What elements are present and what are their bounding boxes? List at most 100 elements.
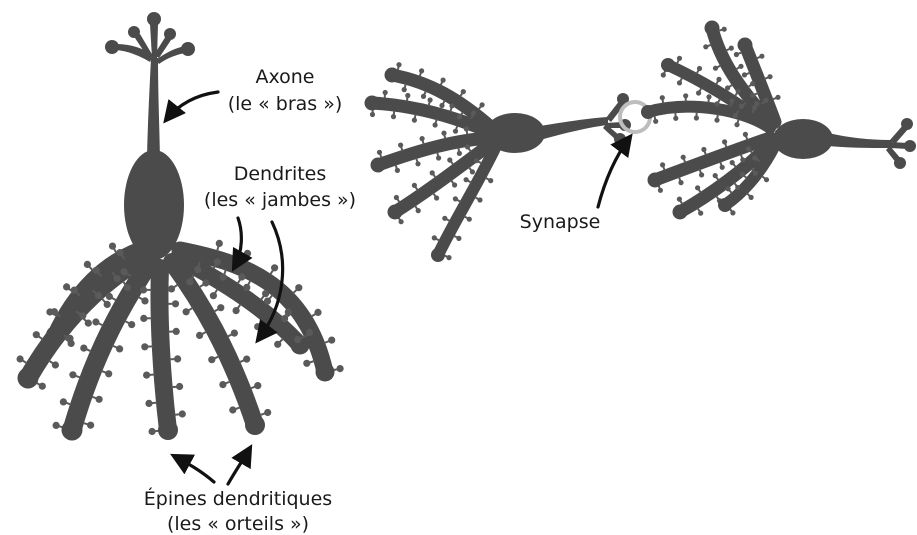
- spine-head: [695, 185, 700, 190]
- spine-head: [694, 115, 699, 120]
- spines-label-line2: (les « orteils »): [167, 513, 309, 535]
- spine-head: [106, 293, 113, 300]
- spine-head: [775, 95, 780, 100]
- spine-head: [143, 372, 150, 379]
- spine-head: [749, 195, 754, 200]
- spine-head: [725, 85, 730, 90]
- spine-head: [746, 146, 751, 151]
- spine-head: [729, 98, 734, 103]
- spine-head: [104, 301, 111, 308]
- dendrite-tip: [705, 21, 720, 36]
- spine-head: [477, 197, 482, 202]
- spine-head: [703, 44, 708, 49]
- spine-head: [244, 250, 251, 257]
- spine-head: [96, 396, 103, 403]
- spine-head: [229, 406, 236, 413]
- spine-head: [17, 355, 24, 362]
- spine-head: [722, 27, 727, 32]
- spine-head: [730, 160, 735, 165]
- spine-head: [168, 285, 175, 292]
- spine-head: [306, 329, 313, 336]
- spine-head: [121, 268, 128, 275]
- spine-head: [722, 139, 727, 144]
- spine-head: [736, 89, 741, 94]
- spine-head: [69, 371, 76, 378]
- dendrite-tip: [62, 420, 83, 441]
- spine-head: [214, 258, 221, 265]
- spine-head: [39, 383, 46, 390]
- spine-head: [173, 328, 180, 335]
- spine-head: [457, 151, 462, 156]
- left-axon-terminal: [105, 12, 195, 64]
- spine-head: [480, 102, 485, 107]
- spine-head: [446, 255, 451, 260]
- spine-head: [738, 64, 743, 69]
- spine-head: [474, 158, 479, 163]
- spine-head: [420, 136, 425, 141]
- spine-head: [456, 236, 461, 241]
- spine-head: [678, 180, 683, 185]
- spine-head: [743, 132, 748, 137]
- spine-head: [80, 345, 87, 352]
- spine-head: [105, 370, 112, 377]
- spine-head: [140, 315, 147, 322]
- spines-label-line1: Épines dendritiques: [144, 487, 332, 510]
- spine-head: [179, 410, 186, 417]
- spine-head: [116, 249, 123, 256]
- spine-head: [274, 341, 281, 348]
- spine-head: [698, 211, 703, 216]
- spine-head: [377, 150, 382, 155]
- spine-head: [216, 240, 223, 247]
- spine-head: [660, 95, 665, 100]
- spine-head: [716, 77, 721, 82]
- spine-head: [677, 197, 682, 202]
- spine-head: [281, 315, 288, 322]
- spine-head: [681, 155, 686, 160]
- spine-head: [470, 169, 475, 174]
- spine-head: [46, 308, 53, 315]
- spine-head: [453, 196, 458, 201]
- spine-head: [696, 90, 701, 95]
- spine-head: [439, 103, 444, 108]
- spine-head: [231, 330, 238, 337]
- spine-head: [735, 185, 740, 190]
- spine-head: [52, 361, 59, 368]
- dendrite-tip: [158, 420, 178, 440]
- spine-head: [303, 360, 310, 367]
- spine-head: [210, 292, 217, 299]
- spine-head: [172, 300, 179, 307]
- dendrite-tip: [385, 68, 400, 83]
- spine-head: [432, 235, 437, 240]
- spine-head: [467, 217, 472, 222]
- spine-head: [453, 129, 458, 134]
- spine-head: [715, 101, 720, 106]
- spine-head: [452, 182, 457, 187]
- spine-head: [328, 337, 335, 344]
- left-axon: [147, 58, 160, 165]
- spine-head: [141, 343, 148, 350]
- spine-head: [660, 162, 665, 167]
- spine-head: [60, 398, 67, 405]
- spine-head: [124, 284, 131, 291]
- spine-head: [742, 72, 747, 77]
- spine-head: [441, 131, 446, 136]
- spine-head: [396, 62, 401, 67]
- spine-head: [66, 335, 73, 342]
- spine-head: [394, 195, 399, 200]
- spine-head: [391, 114, 396, 119]
- spine-head: [658, 188, 663, 193]
- spine-head: [449, 103, 454, 108]
- spine-head: [752, 155, 757, 160]
- spine-head: [262, 290, 269, 297]
- spine-head: [464, 177, 469, 182]
- dendrite-tip: [641, 105, 655, 119]
- spine-head: [395, 168, 400, 173]
- spine-head: [734, 122, 739, 127]
- spine-head: [233, 307, 240, 314]
- spine-head: [254, 323, 261, 330]
- spine-head: [434, 195, 439, 200]
- spine-head: [734, 52, 739, 57]
- spine-head: [87, 422, 94, 429]
- spine-head: [53, 422, 60, 429]
